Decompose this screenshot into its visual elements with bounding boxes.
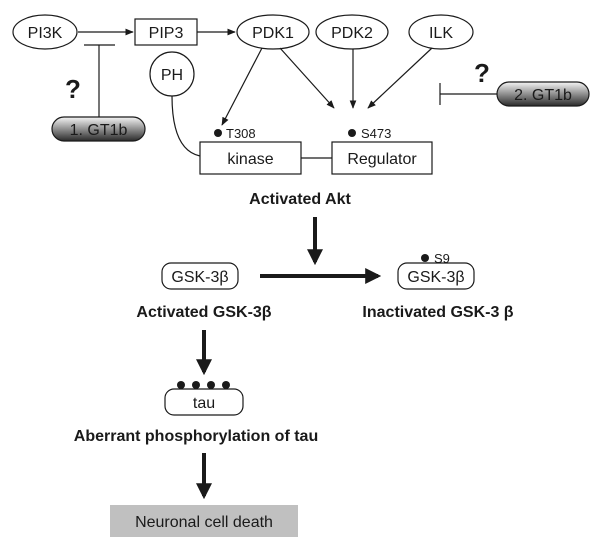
pi3k-label: PI3K [28, 25, 63, 42]
ph-label: PH [161, 67, 183, 84]
s9-phospho-dot [421, 254, 429, 262]
gt1b-2-pill: 2. GT1b [496, 81, 590, 107]
arrow-ilk-regulator [367, 47, 433, 109]
pdk1-node: PDK1 [236, 14, 310, 50]
s9-label: S9 [434, 251, 450, 266]
kinase-label: kinase [227, 151, 273, 168]
question-mark-1: ? [65, 74, 81, 104]
neuronal-death-label: Neuronal cell death [135, 514, 273, 531]
arrow-pdk1-kinase [221, 47, 263, 126]
regulator-label: Regulator [347, 151, 417, 168]
gsk-inactive-label: GSK-3β [407, 269, 464, 286]
gsk-active-label: GSK-3β [171, 269, 228, 286]
inactivated-gsk-label: Inactivated GSK-3 β [362, 304, 513, 321]
akt-kinase-box: kinase [199, 141, 302, 175]
gsk-inactive-node: GSK-3β [397, 262, 475, 290]
gt1b-1-label: 1. GT1b [70, 122, 128, 139]
activated-akt-label: Activated Akt [249, 191, 351, 208]
gt1b-2-label: 2. GT1b [514, 87, 572, 104]
s473-label: S473 [361, 126, 391, 141]
tau-node: tau [164, 388, 244, 416]
t308-label: T308 [226, 126, 256, 141]
pdk1-label: PDK1 [252, 25, 294, 42]
akt-regulator-box: Regulator [331, 141, 433, 175]
tau-label: tau [193, 395, 215, 412]
activated-gsk-label: Activated GSK-3β [136, 304, 271, 321]
pip3-label: PIP3 [149, 25, 184, 42]
ph-node: PH [149, 51, 195, 97]
pdk2-node: PDK2 [315, 14, 389, 50]
t308-phospho-dot [214, 129, 222, 137]
pip3-node: PIP3 [134, 18, 198, 46]
ph-connector [171, 95, 201, 157]
gsk-active-node: GSK-3β [161, 262, 239, 290]
question-mark-2: ? [474, 58, 490, 88]
s473-phospho-dot [348, 129, 356, 137]
neuronal-death-box: Neuronal cell death [110, 505, 298, 537]
ilk-node: ILK [408, 14, 474, 50]
tau-phospho-dots [177, 381, 230, 389]
aberrant-label: Aberrant phosphorylation of tau [74, 428, 318, 445]
arrow-pdk1-regulator [279, 47, 335, 109]
gt1b-1-pill: 1. GT1b [51, 116, 146, 142]
pdk2-label: PDK2 [331, 25, 373, 42]
ilk-label: ILK [429, 25, 453, 42]
pi3k-node: PI3K [12, 14, 78, 50]
